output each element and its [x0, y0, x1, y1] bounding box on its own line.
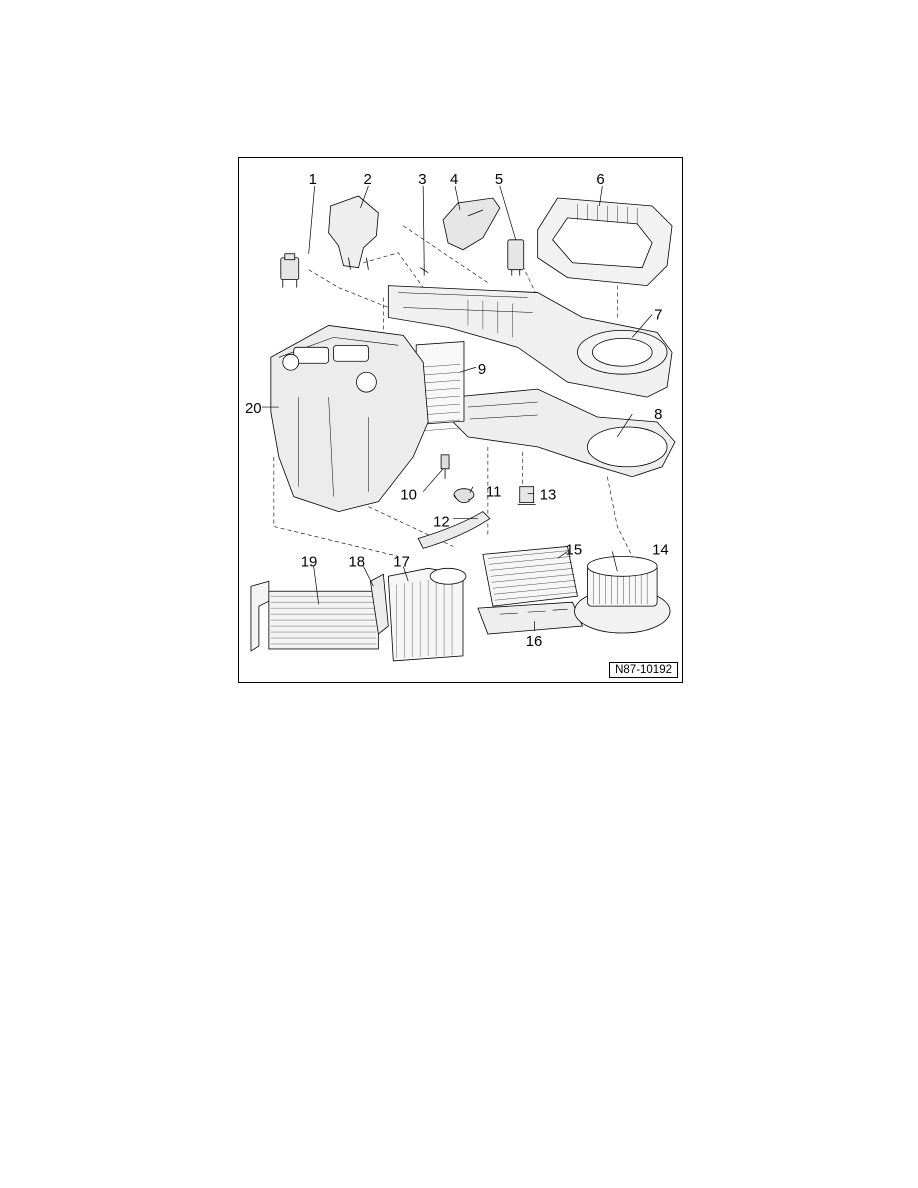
callout-labels: 1 2 3 4 5 6 7 8 9 10 11 12 13 14 15 16 1… [245, 171, 669, 650]
part-16-filter-frame [477, 601, 584, 635]
callout-16: 16 [526, 633, 543, 650]
callout-13: 13 [540, 487, 557, 504]
part-20-distribution-housing [270, 325, 429, 513]
part-18-seal [369, 573, 389, 635]
part-2-bracket [328, 195, 379, 270]
figure-reference-code: N87-10192 [609, 662, 678, 678]
callout-20: 20 [245, 400, 262, 417]
part-4-actuator [442, 197, 501, 251]
part-1-actuator [280, 253, 300, 288]
callout-9: 9 [478, 361, 486, 378]
leader-lines [261, 185, 653, 632]
callout-14: 14 [652, 541, 669, 558]
callout-6: 6 [596, 171, 604, 188]
callout-8: 8 [654, 406, 662, 423]
part-19-heat-exchanger [250, 580, 379, 652]
callout-7: 7 [654, 306, 662, 323]
callout-1: 1 [309, 171, 317, 188]
part-11-fitting [453, 488, 475, 503]
part-5-actuator [507, 239, 525, 276]
callout-11: 11 [486, 484, 502, 501]
callout-10: 10 [400, 487, 417, 504]
callout-19: 19 [301, 553, 318, 570]
part-13-resistor [517, 486, 536, 506]
callout-17: 17 [393, 553, 410, 570]
callout-2: 2 [363, 171, 371, 188]
part-12-drain-hose [417, 511, 491, 549]
callout-3: 3 [418, 171, 426, 188]
part-3-clip [419, 263, 429, 276]
part-14-blower-motor [574, 555, 671, 634]
exploded-view-figure: 1 2 3 4 5 6 7 8 9 10 11 12 13 14 15 16 1… [238, 157, 683, 683]
exploded-view-drawing: 1 2 3 4 5 6 7 8 9 10 11 12 13 14 15 16 1… [245, 171, 676, 662]
callout-5: 5 [495, 171, 503, 188]
part-8-lower-tray [452, 388, 676, 478]
callout-18: 18 [349, 553, 366, 570]
callout-12: 12 [433, 514, 450, 531]
part-10-sensor [440, 454, 450, 479]
part-15-filter [482, 545, 578, 607]
callout-4: 4 [450, 171, 458, 188]
part-17-evaporator [387, 567, 467, 662]
part-6-intake-housing [537, 197, 673, 287]
callout-15: 15 [566, 541, 583, 558]
part-7-blower-housing [577, 330, 668, 375]
